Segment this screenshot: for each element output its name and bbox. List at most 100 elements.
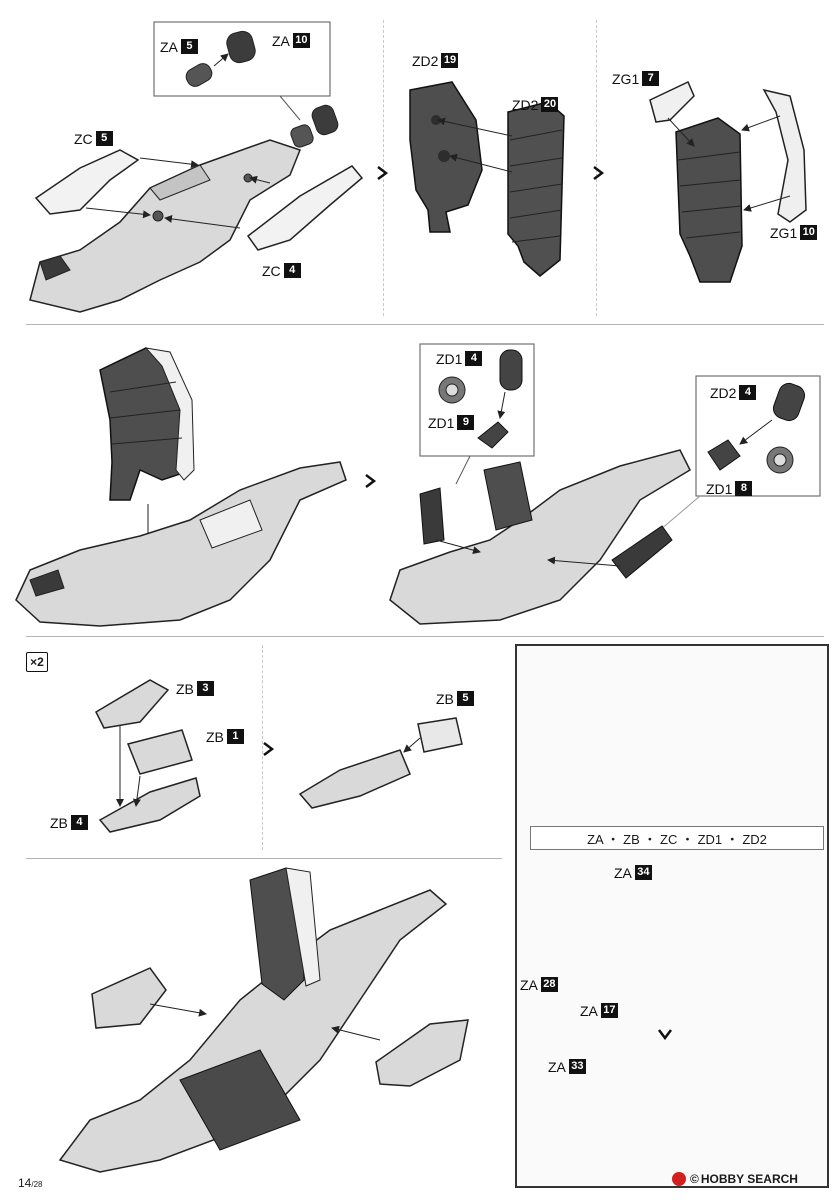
part-code: ZD2 [512, 96, 539, 113]
part-number: 5 [95, 131, 113, 146]
divider-step1-step2 [383, 20, 384, 316]
part-za10-icon [226, 30, 256, 64]
part-code: ZC [262, 262, 281, 279]
drum-step4 [99, 347, 195, 501]
part-number: 33 [568, 1059, 586, 1074]
part-code: ZG1 [612, 70, 640, 87]
divider-row2 [26, 636, 824, 637]
armor-right [375, 1019, 469, 1087]
part-zd1-8 [707, 439, 741, 471]
chevron-down-icon [658, 1029, 672, 1040]
part-code: ZD2 [710, 384, 737, 401]
hobby-search-logo-icon [672, 1172, 686, 1186]
part-number: 5 [180, 39, 198, 54]
part-number: 3 [196, 681, 214, 696]
part-code: ZB [206, 728, 224, 745]
armor-left [91, 967, 167, 1029]
gun-body-step4 [15, 461, 347, 627]
part-number: 5 [456, 691, 474, 706]
final-gun-assembly [58, 867, 448, 1173]
part-zb1 [126, 729, 193, 775]
part-zd2-4 [772, 382, 806, 422]
part-code: ZB [176, 680, 194, 697]
divider-row3 [26, 858, 502, 859]
quantity-badge: ×2 [26, 652, 48, 672]
part-number: 19 [441, 53, 459, 68]
part-code: ZA [580, 1002, 598, 1019]
page-current: 14 [18, 1176, 32, 1190]
assembled-zb-body [298, 749, 411, 809]
chevron-right-icon [365, 474, 376, 488]
part-zb4 [98, 777, 201, 833]
part-number: 4 [283, 263, 301, 278]
part-number: 10 [292, 33, 310, 48]
part-number: 10 [800, 225, 818, 240]
part-number: 28 [540, 977, 558, 992]
divider-row1 [26, 324, 824, 325]
part-zd1-9 [477, 421, 509, 449]
part-number: 4 [465, 351, 483, 366]
part-number: 4 [739, 385, 757, 400]
materials-panel [515, 644, 829, 1188]
part-code: ZA [520, 976, 538, 993]
part-zb3 [95, 679, 170, 729]
part-code: ZA [548, 1058, 566, 1075]
part-zd2-20 [507, 101, 565, 277]
part-code: ZB [436, 690, 454, 707]
part-code: ZA [614, 864, 632, 881]
part-number: 8 [735, 481, 753, 496]
part-zb5 [417, 717, 463, 753]
part-zg1-10 [762, 88, 807, 223]
part-code: ZG1 [770, 224, 798, 241]
gun-body-step5 [389, 449, 691, 625]
page-number: 14/28 [18, 1176, 42, 1190]
materials-list-bar: ZA ・ ZB ・ ZC ・ ZD1 ・ ZD2 [530, 826, 824, 850]
watermark: © HOBBY SEARCH [672, 1172, 798, 1186]
watermark-text: HOBBY SEARCH [700, 1172, 798, 1186]
chevron-right-icon [263, 742, 274, 756]
part-number: 17 [600, 1003, 618, 1018]
part-za5-icon [185, 63, 213, 87]
part-zg1-7 [649, 80, 695, 123]
gun-body-step1 [29, 139, 301, 313]
part-code: ZA [272, 32, 290, 49]
divider-step6-step7 [262, 645, 263, 850]
chevron-right-icon [593, 166, 604, 180]
part-number: 34 [634, 865, 652, 880]
assembled-dark-block [675, 117, 743, 283]
part-code: ZC [74, 130, 93, 147]
part-code: ZD1 [436, 350, 463, 367]
part-number: 20 [541, 97, 559, 112]
part-code: ZB [50, 814, 68, 831]
part-code: ZD2 [412, 52, 439, 69]
part-zc5 [34, 149, 140, 215]
part-code: ZD1 [706, 480, 733, 497]
page-total: /28 [31, 1180, 43, 1189]
part-code: ZA [160, 38, 178, 55]
part-code: ZD1 [428, 414, 455, 431]
part-number: 1 [226, 729, 244, 744]
chevron-right-icon [377, 166, 388, 180]
part-zc4 [246, 165, 364, 251]
part-number: 4 [70, 815, 88, 830]
